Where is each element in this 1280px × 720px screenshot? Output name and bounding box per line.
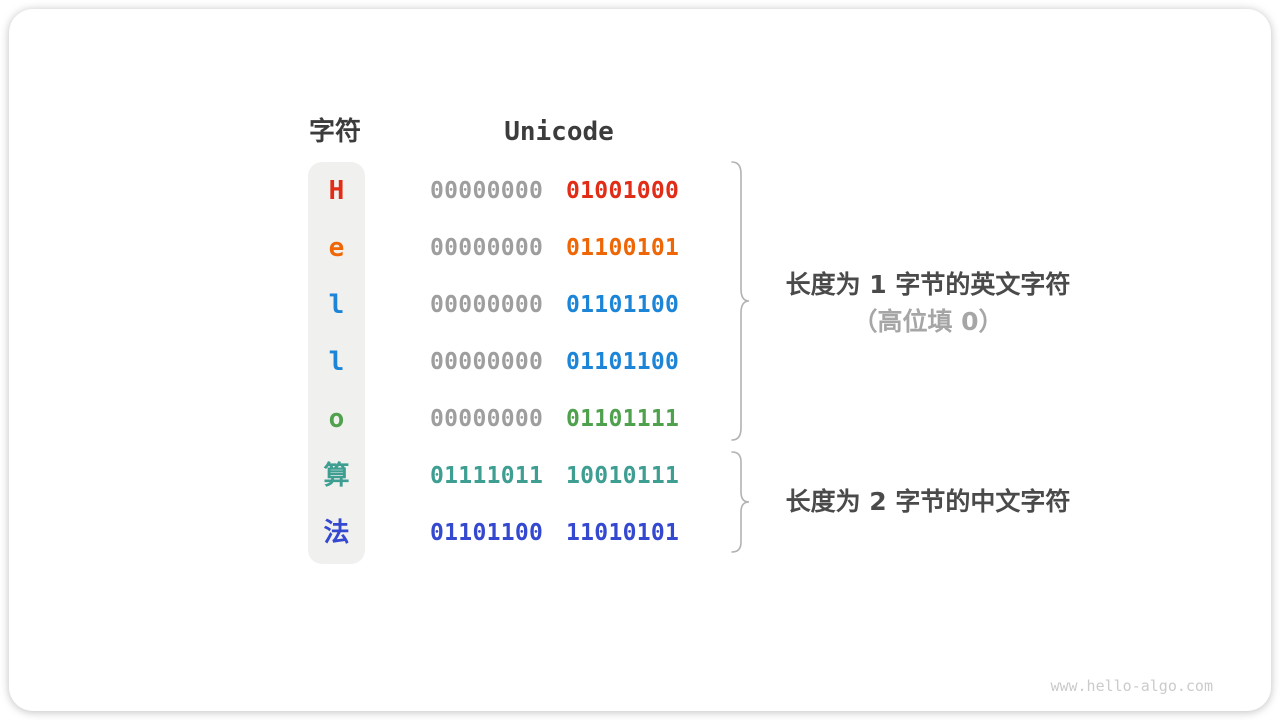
- char-column-background: [308, 162, 365, 564]
- unicode-byte-high: 00000000: [430, 178, 544, 204]
- annotation-english-chars: 长度为 1 字节的英文字符 （高位填 0）: [765, 266, 1091, 340]
- brace-english-group: [731, 161, 750, 441]
- unicode-byte-low: 01001000: [566, 178, 680, 204]
- column-header-unicode: Unicode: [504, 117, 614, 147]
- char-cell: l: [328, 290, 345, 320]
- figure-card: [9, 9, 1271, 711]
- brace-chinese-group: [731, 451, 750, 553]
- unicode-byte-low: 01101111: [566, 406, 680, 432]
- char-cell: l: [328, 347, 345, 377]
- unicode-byte-high: 01101100: [430, 520, 544, 546]
- char-cell: 算: [323, 461, 350, 491]
- unicode-byte-high: 00000000: [430, 292, 544, 318]
- table-row: l 00000000 01101100: [0, 277, 1280, 334]
- encoding-table: H 00000000 01001000 e 00000000 01100101 …: [0, 163, 1280, 562]
- table-row: 算 01111011 10010111: [0, 448, 1280, 505]
- table-row: H 00000000 01001000: [0, 163, 1280, 220]
- unicode-byte-high: 00000000: [430, 235, 544, 261]
- table-row: 法 01101100 11010101: [0, 505, 1280, 562]
- unicode-byte-low: 11010101: [566, 520, 680, 546]
- char-cell: 法: [323, 518, 350, 548]
- unicode-byte-high: 01111011: [430, 463, 544, 489]
- char-cell: H: [328, 176, 345, 206]
- char-cell: e: [328, 233, 345, 263]
- watermark-url: www.hello-algo.com: [1050, 677, 1213, 695]
- unicode-byte-low: 01100101: [566, 235, 680, 261]
- annotation-english-line1: 长度为 1 字节的英文字符: [785, 270, 1071, 299]
- annotation-chinese-line1: 长度为 2 字节的中文字符: [785, 487, 1071, 516]
- unicode-byte-low: 01101100: [566, 292, 680, 318]
- unicode-byte-high: 00000000: [430, 406, 544, 432]
- char-cell: o: [328, 404, 345, 434]
- annotation-chinese-chars: 长度为 2 字节的中文字符: [765, 483, 1091, 520]
- unicode-byte-low: 10010111: [566, 463, 680, 489]
- table-row: o 00000000 01101111: [0, 391, 1280, 448]
- table-row: l 00000000 01101100: [0, 334, 1280, 391]
- table-row: e 00000000 01100101: [0, 220, 1280, 277]
- unicode-byte-low: 01101100: [566, 349, 680, 375]
- unicode-byte-high: 00000000: [430, 349, 544, 375]
- annotation-english-line2: （高位填 0）: [852, 307, 1004, 336]
- column-header-char: 字符: [308, 117, 361, 147]
